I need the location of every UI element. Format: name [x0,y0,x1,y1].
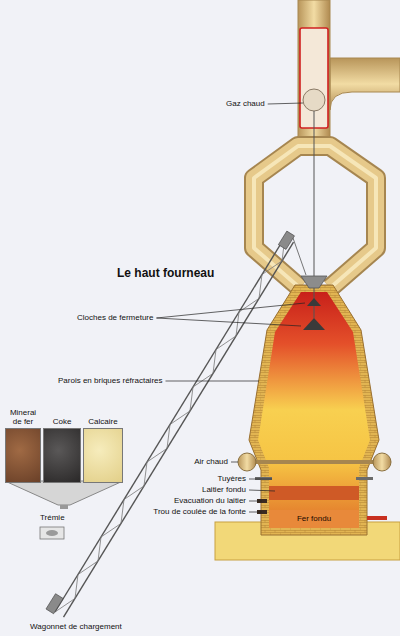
material-name: Coke [53,417,72,426]
material-bin: Minerai de fer [5,404,41,483]
bustle-pipe [247,460,382,464]
slag-layer [269,486,359,500]
tuyere [356,477,373,480]
upper-bell [307,298,321,306]
lower-bell [303,318,325,330]
part-label: Laitier fondu [202,485,246,495]
refractory-wall [249,285,379,535]
part-label: Gaz chaud [226,99,265,109]
part-label: Parois en briques réfractaires [58,376,163,386]
charging-funnel [301,276,327,288]
downcomer-highlight [254,146,376,288]
diagram-title: Le haut fourneau [117,266,214,280]
gas-valve [303,89,325,111]
bridge-lattice [55,237,285,612]
bridge-rail [55,237,285,612]
leader-line [156,318,301,326]
leader-line [166,381,260,382]
part-label: Tuyères [217,474,246,484]
material-sample [5,428,41,483]
material-name: Calcaire [88,417,117,426]
iron-layer [269,510,359,528]
furnace-interior [258,292,370,528]
material-bin: Coke [43,404,81,483]
part-label: Air chaud [194,457,228,467]
downcomer-loop-outline [254,146,376,288]
part-label: Evacuation du laitier [174,496,246,506]
tuyere [255,477,272,480]
bin-heading-area: Coke [43,404,81,428]
part-label: Trou de coulée de la fonte [153,507,246,517]
layer-name: Fer fondu [297,514,331,524]
leader-line [249,490,275,491]
molten-iron-band: Fer fondu [270,512,358,526]
material-name: Minerai de fer [5,408,41,426]
hopper-spout [60,505,68,509]
part-label: Cloches de fermeture [77,313,153,323]
leader-line [268,103,303,104]
hopper-funnel [5,481,123,505]
material-sample [43,428,81,483]
hot-air-main [373,453,391,471]
bin-heading-area: Minerai de fer [5,404,41,428]
material-sample [83,428,123,483]
gas-branch-pipe [330,58,400,110]
hopper-icon [40,527,64,539]
leader-line [249,512,262,513]
loading-wagon [46,594,63,614]
downcomer-loop [254,146,376,288]
material-bin: Calcaire [83,404,123,483]
hopper-icon-opening [46,530,58,536]
part-label: Trémie [40,513,65,523]
bin-heading-area: Calcaire [83,404,123,428]
hot-air-main [238,453,256,471]
skip-car [278,231,294,249]
leader-line [249,479,272,480]
iron-runner [367,516,387,520]
skip-chute [293,238,306,275]
leader-line [231,462,238,463]
leader-line [249,501,262,502]
part-label: Wagonnet de chargement [30,622,122,632]
leader-line [156,303,305,318]
